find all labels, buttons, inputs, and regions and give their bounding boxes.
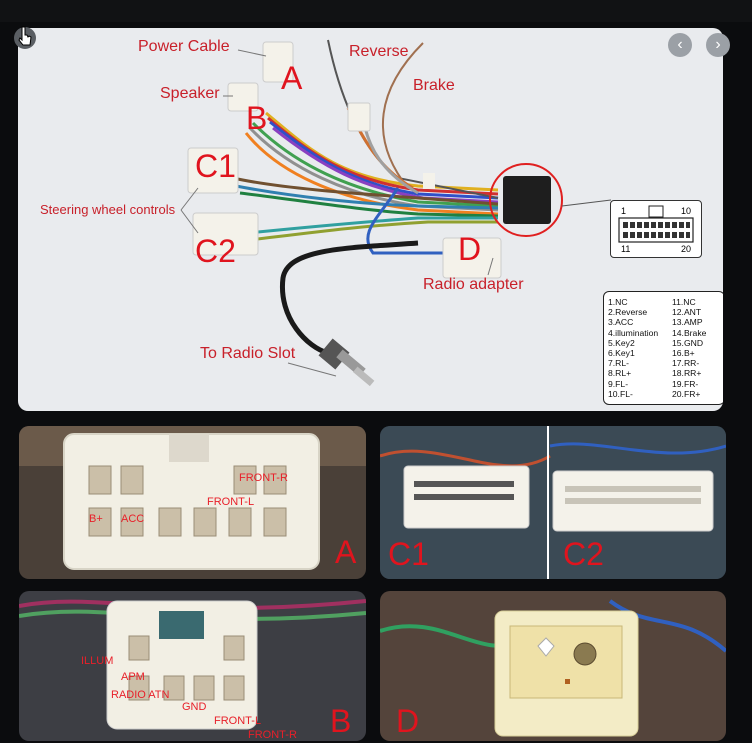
- pin-front-r-label: FRONT-R: [239, 472, 288, 484]
- harness-drawing: [180, 39, 612, 387]
- letter-a: A: [281, 60, 303, 96]
- panel-c2-letter: C2: [563, 536, 604, 572]
- pin-10-label: 10: [681, 206, 692, 216]
- pin-front-l-label: FRONT-L: [207, 496, 255, 508]
- power-cable-label: Power Cable: [138, 38, 230, 55]
- panel-b-letter: B: [330, 703, 352, 739]
- top-bar: [0, 0, 752, 22]
- connector-face-diagram: 1 10 11 20: [610, 200, 702, 258]
- speaker-label: Speaker: [160, 85, 220, 102]
- pinout-item: 10.FL-: [608, 388, 633, 399]
- pinout-item: 8.RL+: [608, 368, 632, 379]
- pin-front-r-label: FRONT-R: [248, 729, 297, 741]
- pinout-table: 1.NC 2.Reverse 3.ACC 4.illumination 5.Ke…: [603, 291, 723, 405]
- pin-20-label: 20: [681, 244, 692, 254]
- pinout-item: 2.Reverse: [608, 307, 648, 318]
- pinout-item: 9.FL-: [608, 378, 629, 389]
- pinout-item: 14.Brake: [672, 327, 707, 338]
- harness-main-image: Power Cable Speaker Reverse Brake Steeri…: [18, 28, 723, 411]
- pinout-item: 7.RL-: [608, 358, 630, 369]
- next-image-button[interactable]: ›: [706, 33, 730, 57]
- brake-label: Brake: [413, 77, 455, 94]
- pin-front-l-label: FRONT-L: [214, 715, 262, 727]
- pin-11-label: 11: [621, 244, 631, 254]
- connector-c-photo: C1 C2: [380, 426, 726, 579]
- prev-image-button[interactable]: ‹: [668, 33, 692, 57]
- steering-label: Steering wheel controls: [40, 202, 176, 217]
- pinout-item: 12.ANT: [672, 307, 702, 318]
- pin-apm-label: APM: [121, 671, 145, 683]
- pinout-item: 20.FR+: [672, 388, 701, 399]
- connector-d-photo: D: [380, 591, 726, 741]
- pinout-item: 4.illumination: [608, 327, 659, 338]
- cursor-hand-icon: [14, 26, 36, 49]
- reverse-label: Reverse: [349, 43, 409, 60]
- pinout-left-column: 1.NC 2.Reverse 3.ACC 4.illumination 5.Ke…: [608, 297, 658, 399]
- pinout-item: 5.Key2: [608, 337, 635, 348]
- pin-acc-label: ACC: [121, 513, 145, 525]
- pinout-right-column: 11.NC 12.ANT 13.AMP 14.Brake 15.GND 16.B…: [672, 297, 706, 399]
- connector-b-photo: ILLUM APM RADIO ATN GND FRONT-L FRONT-R …: [19, 591, 366, 741]
- letter-d: D: [458, 231, 482, 267]
- pinout-item: 13.AMP: [672, 317, 703, 328]
- pinout-item: 18.RR+: [672, 368, 702, 379]
- pin-gnd-label: GND: [182, 701, 207, 713]
- radio-slot-label: To Radio Slot: [200, 345, 296, 362]
- pin-b-plus-label: B+: [89, 513, 103, 525]
- panel-d-letter: D: [396, 703, 420, 739]
- pinout-item: 16.B+: [672, 348, 695, 359]
- pinout-item: 6.Key1: [608, 348, 635, 359]
- panel-c1-letter: C1: [388, 536, 429, 572]
- letter-c2: C2: [195, 233, 236, 269]
- pinout-item: 15.GND: [672, 337, 704, 348]
- pinout-item: 19.FR-: [672, 378, 699, 389]
- pinout-item: 3.ACC: [608, 317, 634, 328]
- pinout-item: 17.RR-: [672, 358, 700, 369]
- radio-adapter-label: Radio adapter: [423, 276, 524, 293]
- pin-illum-label: ILLUM: [81, 655, 114, 667]
- letter-b: B: [246, 100, 268, 136]
- pin-radio-atn-label: RADIO ATN: [111, 689, 170, 701]
- pinout-item: 1.NC: [608, 297, 628, 307]
- pinout-item: 11.NC: [672, 297, 696, 307]
- letter-c1: C1: [195, 148, 236, 184]
- panel-a-letter: A: [335, 534, 357, 570]
- pin-1-label: 1: [621, 206, 627, 216]
- connector-a-photo: FRONT-R FRONT-L B+ ACC A: [19, 426, 366, 579]
